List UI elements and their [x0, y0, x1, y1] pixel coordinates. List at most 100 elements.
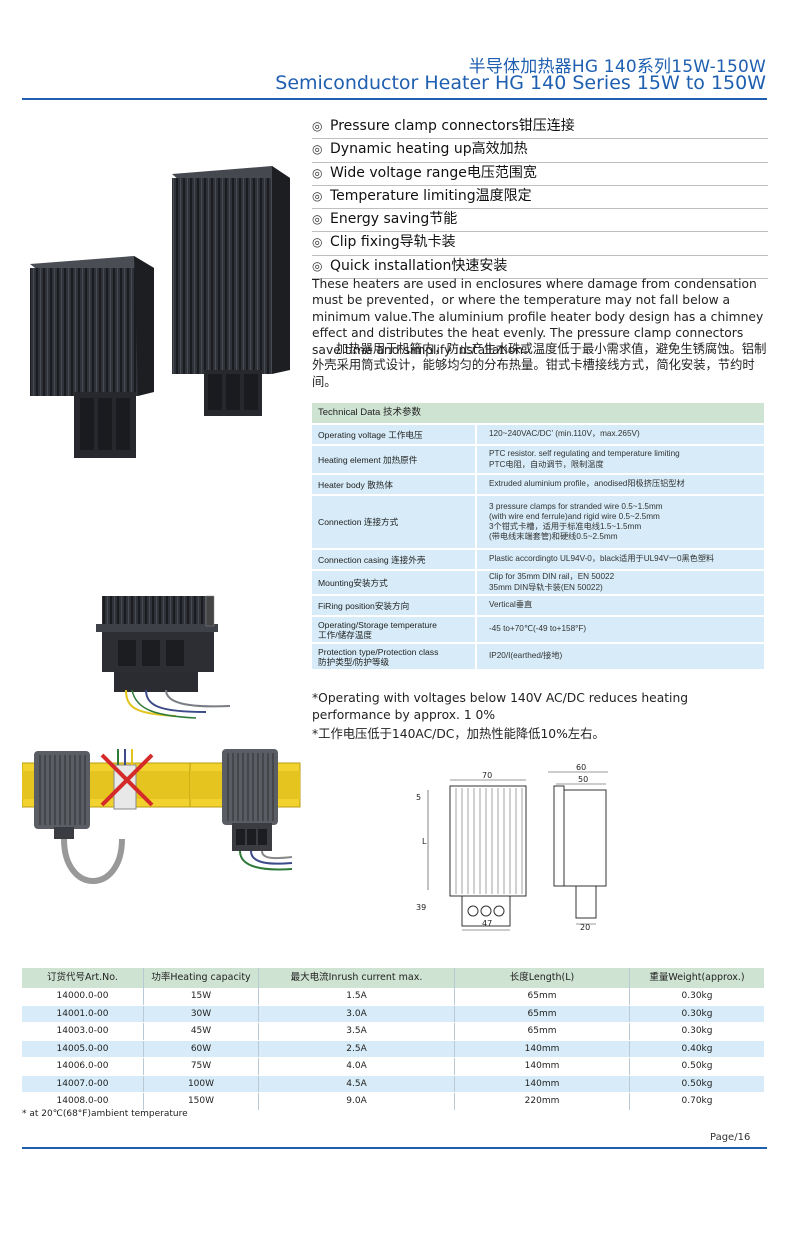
cell-art-no: 14001.0-00 — [22, 1005, 144, 1022]
cell-art-no: 14007.0-00 — [22, 1075, 144, 1092]
column-header: 重量Weight(approx.) — [649, 972, 745, 983]
cell-length: 65mm — [455, 1023, 630, 1040]
cell-current: 4.5A — [259, 1075, 455, 1092]
feature-item: ◎Clip fixing导轨卡装 — [312, 232, 768, 256]
feature-label: Energy saving节能 — [330, 211, 458, 228]
tech-label: Heater body 散热体 — [312, 475, 475, 494]
dim-bottom: 39 — [416, 903, 426, 912]
description-cn: 加热器用于机箱内，防止产生水珠或温度低于最小需求值，避免生锈腐蚀。铝制外壳采用筒… — [312, 342, 767, 389]
cell-weight: 0.40kg — [681, 1043, 713, 1054]
tech-label: Heating element 加热原件 — [312, 446, 475, 473]
cell-current: 9.0A — [259, 1093, 455, 1110]
feature-label: Pressure clamp connectors钳压连接 — [330, 118, 575, 134]
cell-length: 65mm — [455, 1005, 630, 1022]
tech-value: IP20/I(earthed/接地) — [477, 644, 764, 669]
cell-capacity: 75W — [144, 1058, 259, 1075]
feature-item: ◎Wide voltage range电压范围宽 — [312, 163, 768, 186]
tech-label: Operating/Storage temperature 工作/储存温度 — [312, 617, 475, 642]
cell-capacity: 30W — [144, 1005, 259, 1022]
cell-capacity: 150W — [144, 1093, 259, 1110]
tech-value: Plastic accordingto UL94V-0，black适用于UL94… — [477, 550, 764, 569]
feature-label: Dynamic heating up高效加热 — [330, 141, 528, 158]
cell-current: 3.0A — [259, 1005, 455, 1022]
cell-weight: 0.50kg — [681, 1061, 713, 1071]
feature-item: ◎ Dynamic heating up高效加热 — [312, 139, 768, 163]
tech-value: PTC resistor. self regulating and temper… — [477, 446, 764, 473]
column-header: 长度Length(L) — [455, 968, 630, 988]
technical-data-header: Technical Data 技术参数 — [312, 403, 764, 423]
cell-weight: 0.30kg — [681, 991, 713, 1001]
tech-value: 3 pressure clamps for stranded wire 0.5~… — [477, 496, 764, 548]
tech-value: Vertical垂直 — [477, 596, 764, 615]
tech-value: Extruded aluminium profile，anodised阳极挤压铝… — [477, 475, 764, 494]
page-title-en: Semiconductor Heater HG 140 Series 15W t… — [275, 72, 766, 94]
bullet-icon: ◎ — [312, 258, 323, 273]
order-table: 订货代号Art.No. 功率Heating capacity 最大电流Inrus… — [22, 968, 764, 1111]
cell-weight: 0.30kg — [681, 1026, 713, 1036]
cell-weight: 0.70kg — [681, 1096, 713, 1106]
dim-connector-depth: 20 — [580, 923, 590, 932]
cell-current: 3.5A — [259, 1023, 455, 1040]
tech-label: Mounting安装方式 — [312, 571, 475, 594]
feature-item: ◎ Quick installation快速安装 — [312, 256, 768, 280]
cell-art-no: 14005.0-00 — [22, 1040, 144, 1057]
cell-weight: 0.50kg — [681, 1078, 713, 1089]
feature-item: ◎Pressure clamp connectors钳压连接 — [312, 116, 768, 140]
dim-top: 5 — [416, 793, 421, 802]
cell-length: 140mm — [455, 1075, 630, 1092]
column-header: 最大电流Inrush current max. — [259, 968, 455, 988]
cell-length: 65mm — [455, 988, 630, 1005]
cell-length: 220mm — [455, 1093, 630, 1110]
tech-row: Operating/Storage temperature 工作/储存温度-45… — [312, 617, 764, 642]
wiring-diagram — [22, 749, 301, 884]
cell-art-no: 14006.0-00 — [22, 1058, 144, 1075]
cell-current: 1.5A — [259, 988, 455, 1005]
cell-current: 2.5A — [259, 1040, 455, 1057]
bullet-icon: ◎ — [312, 235, 323, 250]
dim-connector: 47 — [482, 919, 492, 928]
cell-current: 4.0A — [259, 1058, 455, 1075]
cell-capacity: 15W — [144, 988, 259, 1005]
feature-label: Quick installation快速安装 — [330, 257, 508, 274]
table-footnote: * at 20℃(68°F)ambient temperature — [22, 1109, 188, 1119]
dim-depth-outer: 60 — [576, 763, 586, 772]
bullet-icon: ◎ — [312, 188, 323, 203]
feature-label: Temperature limiting温度限定 — [330, 187, 532, 204]
dim-width: 70 — [482, 771, 492, 780]
column-header: 功率Heating capacity — [144, 968, 259, 988]
tech-value: -45 to+70℃(-49 to+158°F) — [477, 617, 764, 642]
cell-capacity: 45W — [144, 1023, 259, 1040]
tech-label: Operating voltage 工作电压 — [312, 425, 475, 444]
cell-art-no: 14000.0-00 — [22, 988, 144, 1005]
bullet-icon: ◎ — [312, 212, 323, 227]
cell-length: 140mm — [455, 1040, 630, 1057]
product-photo-heaters — [30, 166, 290, 458]
tech-row: Protection type/Protection class 防护类型/防护… — [312, 644, 764, 669]
feature-item: ◎ Energy saving节能 — [312, 209, 768, 233]
cell-art-no: 14003.0-00 — [22, 1023, 144, 1040]
tech-value: Clip for 35mm DIN rail，EN 50022 35mm DIN… — [477, 571, 764, 594]
dimension-drawing: 70 5 L 39 47 60 50 20 — [416, 763, 608, 932]
description-en: These heaters are used in enclosures whe… — [312, 277, 764, 357]
order-table-header: 订货代号Art.No. 功率Heating capacity 最大电流Inrus… — [22, 968, 764, 988]
tech-value: 120~240VAC/DC’ (min.110V，max.265V) — [477, 425, 764, 444]
tech-label: FiRing position安装方向 — [312, 596, 475, 615]
cell-weight: 0.30kg — [681, 1008, 713, 1019]
page-number: Page/16 — [710, 1132, 751, 1143]
bullet-icon: ◎ — [312, 165, 323, 180]
cell-length: 140mm — [455, 1058, 630, 1075]
feature-list: ◎Pressure clamp connectors钳压连接 ◎Dynamic … — [312, 116, 768, 280]
bullet-icon: ◎ — [312, 142, 323, 157]
